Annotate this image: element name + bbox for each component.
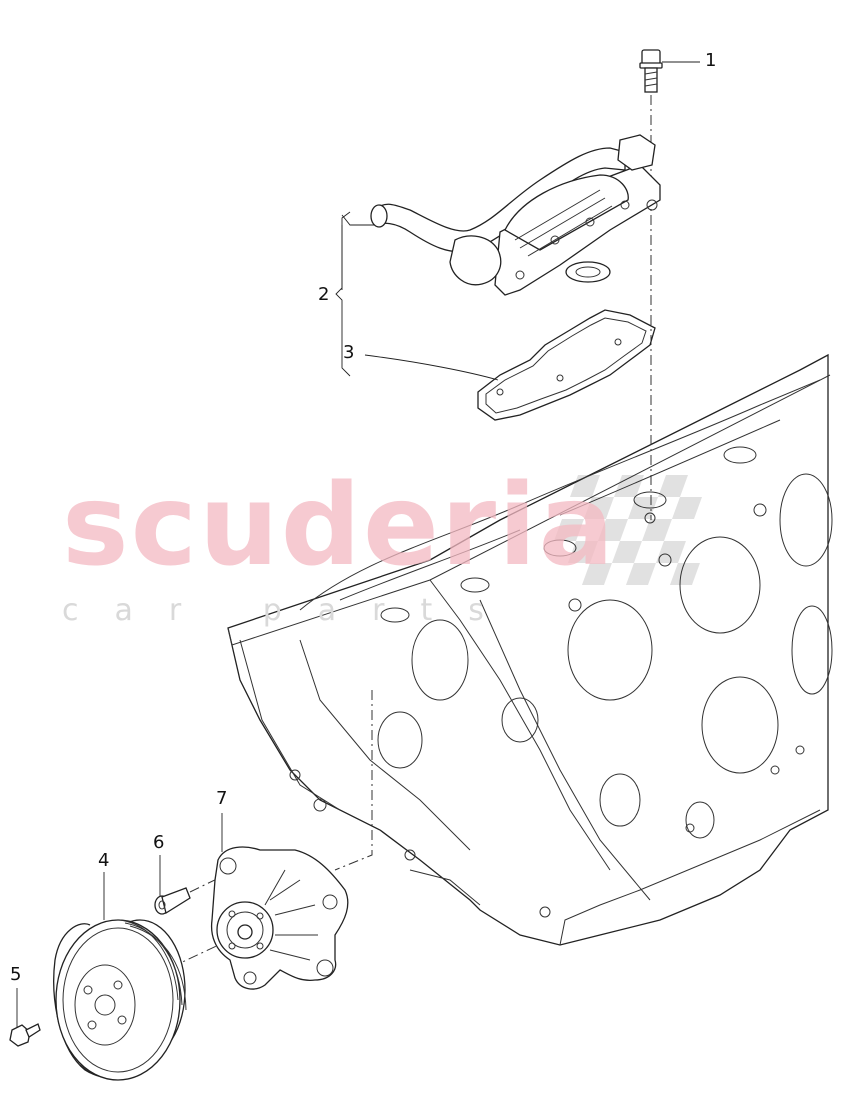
leader-3 bbox=[364, 354, 499, 381]
watermark-brand: scuderia bbox=[62, 461, 617, 591]
callout-2: 2 bbox=[318, 284, 330, 305]
part-4-pulley bbox=[53, 919, 187, 1081]
leader-bracket-2 bbox=[335, 211, 351, 377]
part-3-gasket bbox=[477, 309, 656, 421]
mount-line-pump-bolt bbox=[189, 874, 226, 893]
mount-line-pump bbox=[334, 690, 373, 871]
engine-block bbox=[227, 353, 833, 946]
callout-6: 6 bbox=[153, 832, 165, 853]
part-7-water-pump bbox=[210, 846, 349, 990]
part-2-cooler-assembly bbox=[370, 134, 661, 296]
callout-4: 4 bbox=[98, 850, 110, 871]
watermark-sub: car parts bbox=[62, 593, 520, 628]
watermark-flag bbox=[553, 475, 702, 585]
leader-2-top bbox=[341, 214, 375, 290]
callout-3: 3 bbox=[343, 342, 355, 363]
callout-1: 1 bbox=[705, 50, 717, 71]
part-5-bolt bbox=[9, 1023, 41, 1047]
part-6-bolt bbox=[154, 887, 191, 915]
callout-5: 5 bbox=[10, 964, 22, 985]
part-1-bolt bbox=[639, 49, 663, 93]
callout-7: 7 bbox=[216, 788, 228, 809]
